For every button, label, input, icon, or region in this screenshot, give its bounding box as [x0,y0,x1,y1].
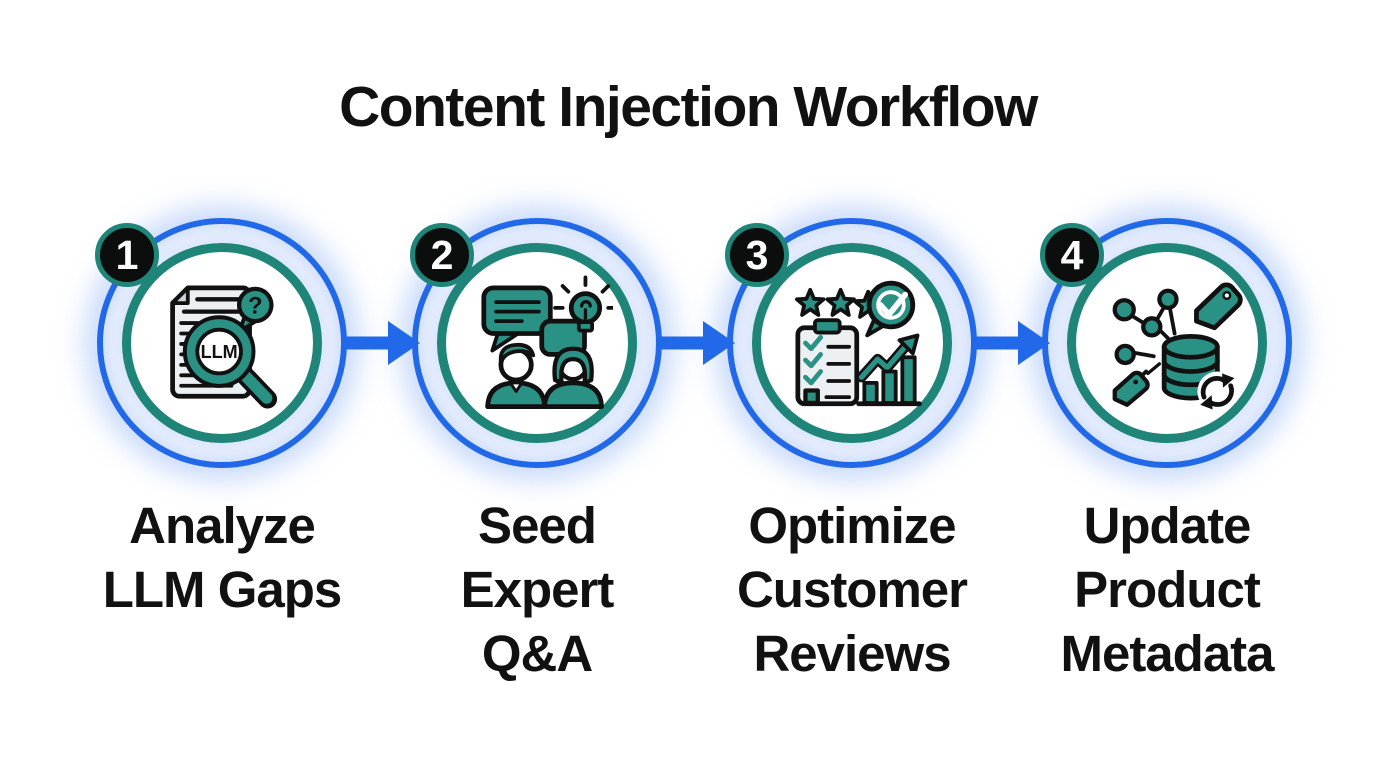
step-3-inner-ring [752,243,952,443]
step-4-number: 4 [1060,231,1084,278]
step-1-label-line-1: Analyze [129,497,316,554]
svg-text:?: ? [248,293,263,320]
flow-arrow-1-icon [344,321,420,365]
database-tags-sync-icon [1112,282,1243,412]
step-3-label-line-2: Customer [736,561,968,618]
page-title: Content Injection Workflow [339,75,1038,139]
step-4-label: Update Product Metadata [1007,494,1327,686]
step-4-label-line-2: Product [1074,561,1261,618]
step-2-label-line-1: Seed [478,497,597,554]
step-4-number-badge: 4 [1040,223,1104,287]
step-4-circle: 4 [1040,218,1292,468]
step-3-circle: 3 [725,218,977,468]
step-2-number: 2 [430,231,454,278]
flow-arrow-3-icon [974,321,1050,365]
step-2-circle: 2 [410,218,662,468]
step-3-number-badge: 3 [725,223,789,287]
step-1-circle: ? LLM 1 [95,218,347,468]
step-4-inner-ring [1067,243,1267,443]
step-3-number: 3 [745,231,769,278]
document-llm-magnifier-icon: ? LLM [170,285,278,409]
step-1-inner-ring: ? LLM [122,243,322,443]
step-2-inner-ring [437,243,637,443]
step-4-label-line-3: Metadata [1060,625,1274,682]
step-1-number-badge: 1 [95,223,159,287]
step-2-label-line-2: Expert [460,561,615,618]
step-4-label-line-1: Update [1083,497,1252,554]
step-1-label: Analyze LLM Gaps [62,494,382,622]
step-1-number: 1 [115,231,139,278]
step-3-label: Optimize Customer Reviews [692,494,1012,686]
flow-arrow-2-icon [659,321,735,365]
step-2-label-line-3: Q&A [481,625,593,682]
experts-discussion-lightbulb-icon [481,275,613,410]
svg-text:LLM: LLM [201,342,238,362]
step-2-label: Seed Expert Q&A [377,494,697,686]
step-2-number-badge: 2 [410,223,474,287]
step-1-label-line-2: LLM Gaps [102,561,343,618]
stars-checklist-growth-chart-icon [795,280,922,407]
step-3-label-line-1: Optimize [748,497,956,554]
step-3-label-line-3: Reviews [753,625,951,682]
